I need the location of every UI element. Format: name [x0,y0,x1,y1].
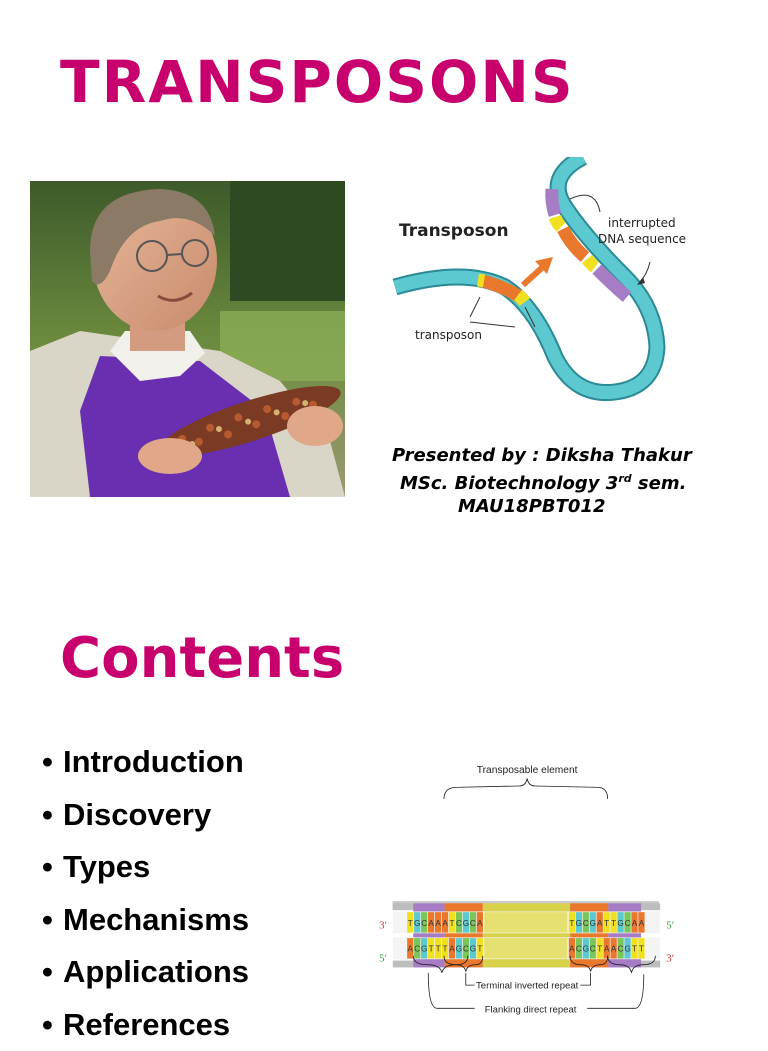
list-item-label: Types [63,849,150,884]
top-right-base-letter: T [569,919,574,928]
diagram-heading: Transposon [399,221,509,241]
bottom-left-base-letter: T [436,945,441,954]
bottom-right-base-letter: A [569,945,575,954]
top-right-base-letter: G [617,919,623,928]
top-left-base-letter: C [421,919,427,928]
presenter-name: Presented by : Diksha Thakur [392,444,752,467]
bottom-right-base-letter: T [597,945,602,954]
list-item-label: Mechanisms [63,902,249,937]
list-item: •References [42,999,249,1051]
top-right-base-letter: G [590,919,596,928]
bottom-left-base-letter: C [414,945,420,954]
bottom-middle-fill [484,938,567,958]
end-5-bottom: 5′ [379,952,387,964]
tir-label: Terminal inverted repeat [476,981,579,992]
bullet-icon: • [42,999,63,1051]
bottom-left-base-letter: A [408,945,414,954]
bullet-icon: • [42,736,63,789]
end-5-top: 5′ [666,920,674,932]
top-left-base-letter: G [414,919,420,928]
top-right-base-letter: C [583,919,589,928]
bottom-right-base-letter: T [639,945,644,954]
top-middle-fill [484,912,567,932]
list-item-label: References [63,1007,230,1042]
bottom-right-base-letter: C [618,945,624,954]
top-left-base-letter: A [477,919,483,928]
bottom-left-base-letter: T [477,945,482,954]
list-item: •Types [42,841,249,894]
bottom-left-base-letter: A [449,945,455,954]
top-left-base-letter: A [428,919,434,928]
list-item: •Mechanisms [42,894,249,947]
list-item: •Applications [42,946,249,999]
list-item: •Discovery [42,789,249,842]
top-right-base-letter: A [632,919,638,928]
contents-slide: Contents •Introduction •Discovery •Types… [0,576,768,1024]
bullet-icon: • [42,946,63,999]
bottom-right-base-letter: G [583,945,589,954]
bottom-left-base-letter: T [429,945,434,954]
list-item-label: Applications [63,954,249,989]
top-left-base-letter: C [470,919,476,928]
top-left-base-letter: T [450,919,455,928]
bottom-right-base-letter: T [632,945,637,954]
slide-title: TRANSPOSONS [60,48,575,116]
list-item-label: Introduction [63,744,244,779]
bottom-right-base-letter: A [611,945,617,954]
bottom-left-base-letter: C [463,945,469,954]
presenter-info: Presented by : Diksha Thakur MSc. Biotec… [392,444,752,518]
course-suffix: sem. [632,473,687,494]
bottom-left-base-letter: T [443,945,448,954]
end-3-bottom: 3′ [666,952,674,964]
presenter-id: MAU18PBT012 [392,495,752,518]
bullet-icon: • [42,894,63,947]
top-right-base-letter: A [639,919,645,928]
top-right-base-letter: T [604,919,609,928]
course-prefix: MSc. Biotechnology 3 [400,473,618,494]
interrupted-label-1: interrupted [598,215,686,231]
bottom-left-base-letter: G [456,945,462,954]
interrupted-label: interrupted DNA sequence [598,215,686,247]
top-right-base-letter: T [611,919,616,928]
end-3-top: 3′ [379,920,387,932]
top-left-base-letter: A [442,919,448,928]
scientist-photo [30,181,345,497]
title-slide: TRANSPOSONS [0,0,768,576]
bottom-left-base-letter: G [421,945,427,954]
top-right-base-letter: C [625,919,631,928]
presenter-course: MSc. Biotechnology 3rd sem. [392,467,752,495]
course-sup: rd [618,472,631,485]
top-left-base-letter: C [456,919,462,928]
bullet-icon: • [42,789,63,842]
bottom-right-base-letter: A [604,945,610,954]
bottom-left-base-letter: G [470,945,476,954]
list-item: •Introduction [42,736,249,789]
transposon-label: transposon [415,328,482,342]
bottom-right-base-letter: C [590,945,596,954]
fdr-label: Flanking direct repeat [485,1004,577,1015]
top-left-base-letter: T [408,919,413,928]
contents-list: •Introduction •Discovery •Types •Mechani… [42,736,249,1051]
top-right-base-letter: A [597,919,603,928]
interrupted-label-2: DNA sequence [598,231,686,247]
top-left-base-letter: G [463,919,469,928]
top-left-base-letter: A [435,919,441,928]
list-item-label: Discovery [63,797,211,832]
te-top-label: Transposable element [477,765,578,776]
transposon-diagram: Transposon interrupted DNA sequence tran… [385,157,715,425]
bottom-right-base-letter: C [576,945,582,954]
top-right-base-letter: G [576,919,582,928]
bullet-icon: • [42,841,63,894]
bottom-right-base-letter: G [624,945,630,954]
slide-title: Contents [60,626,344,691]
